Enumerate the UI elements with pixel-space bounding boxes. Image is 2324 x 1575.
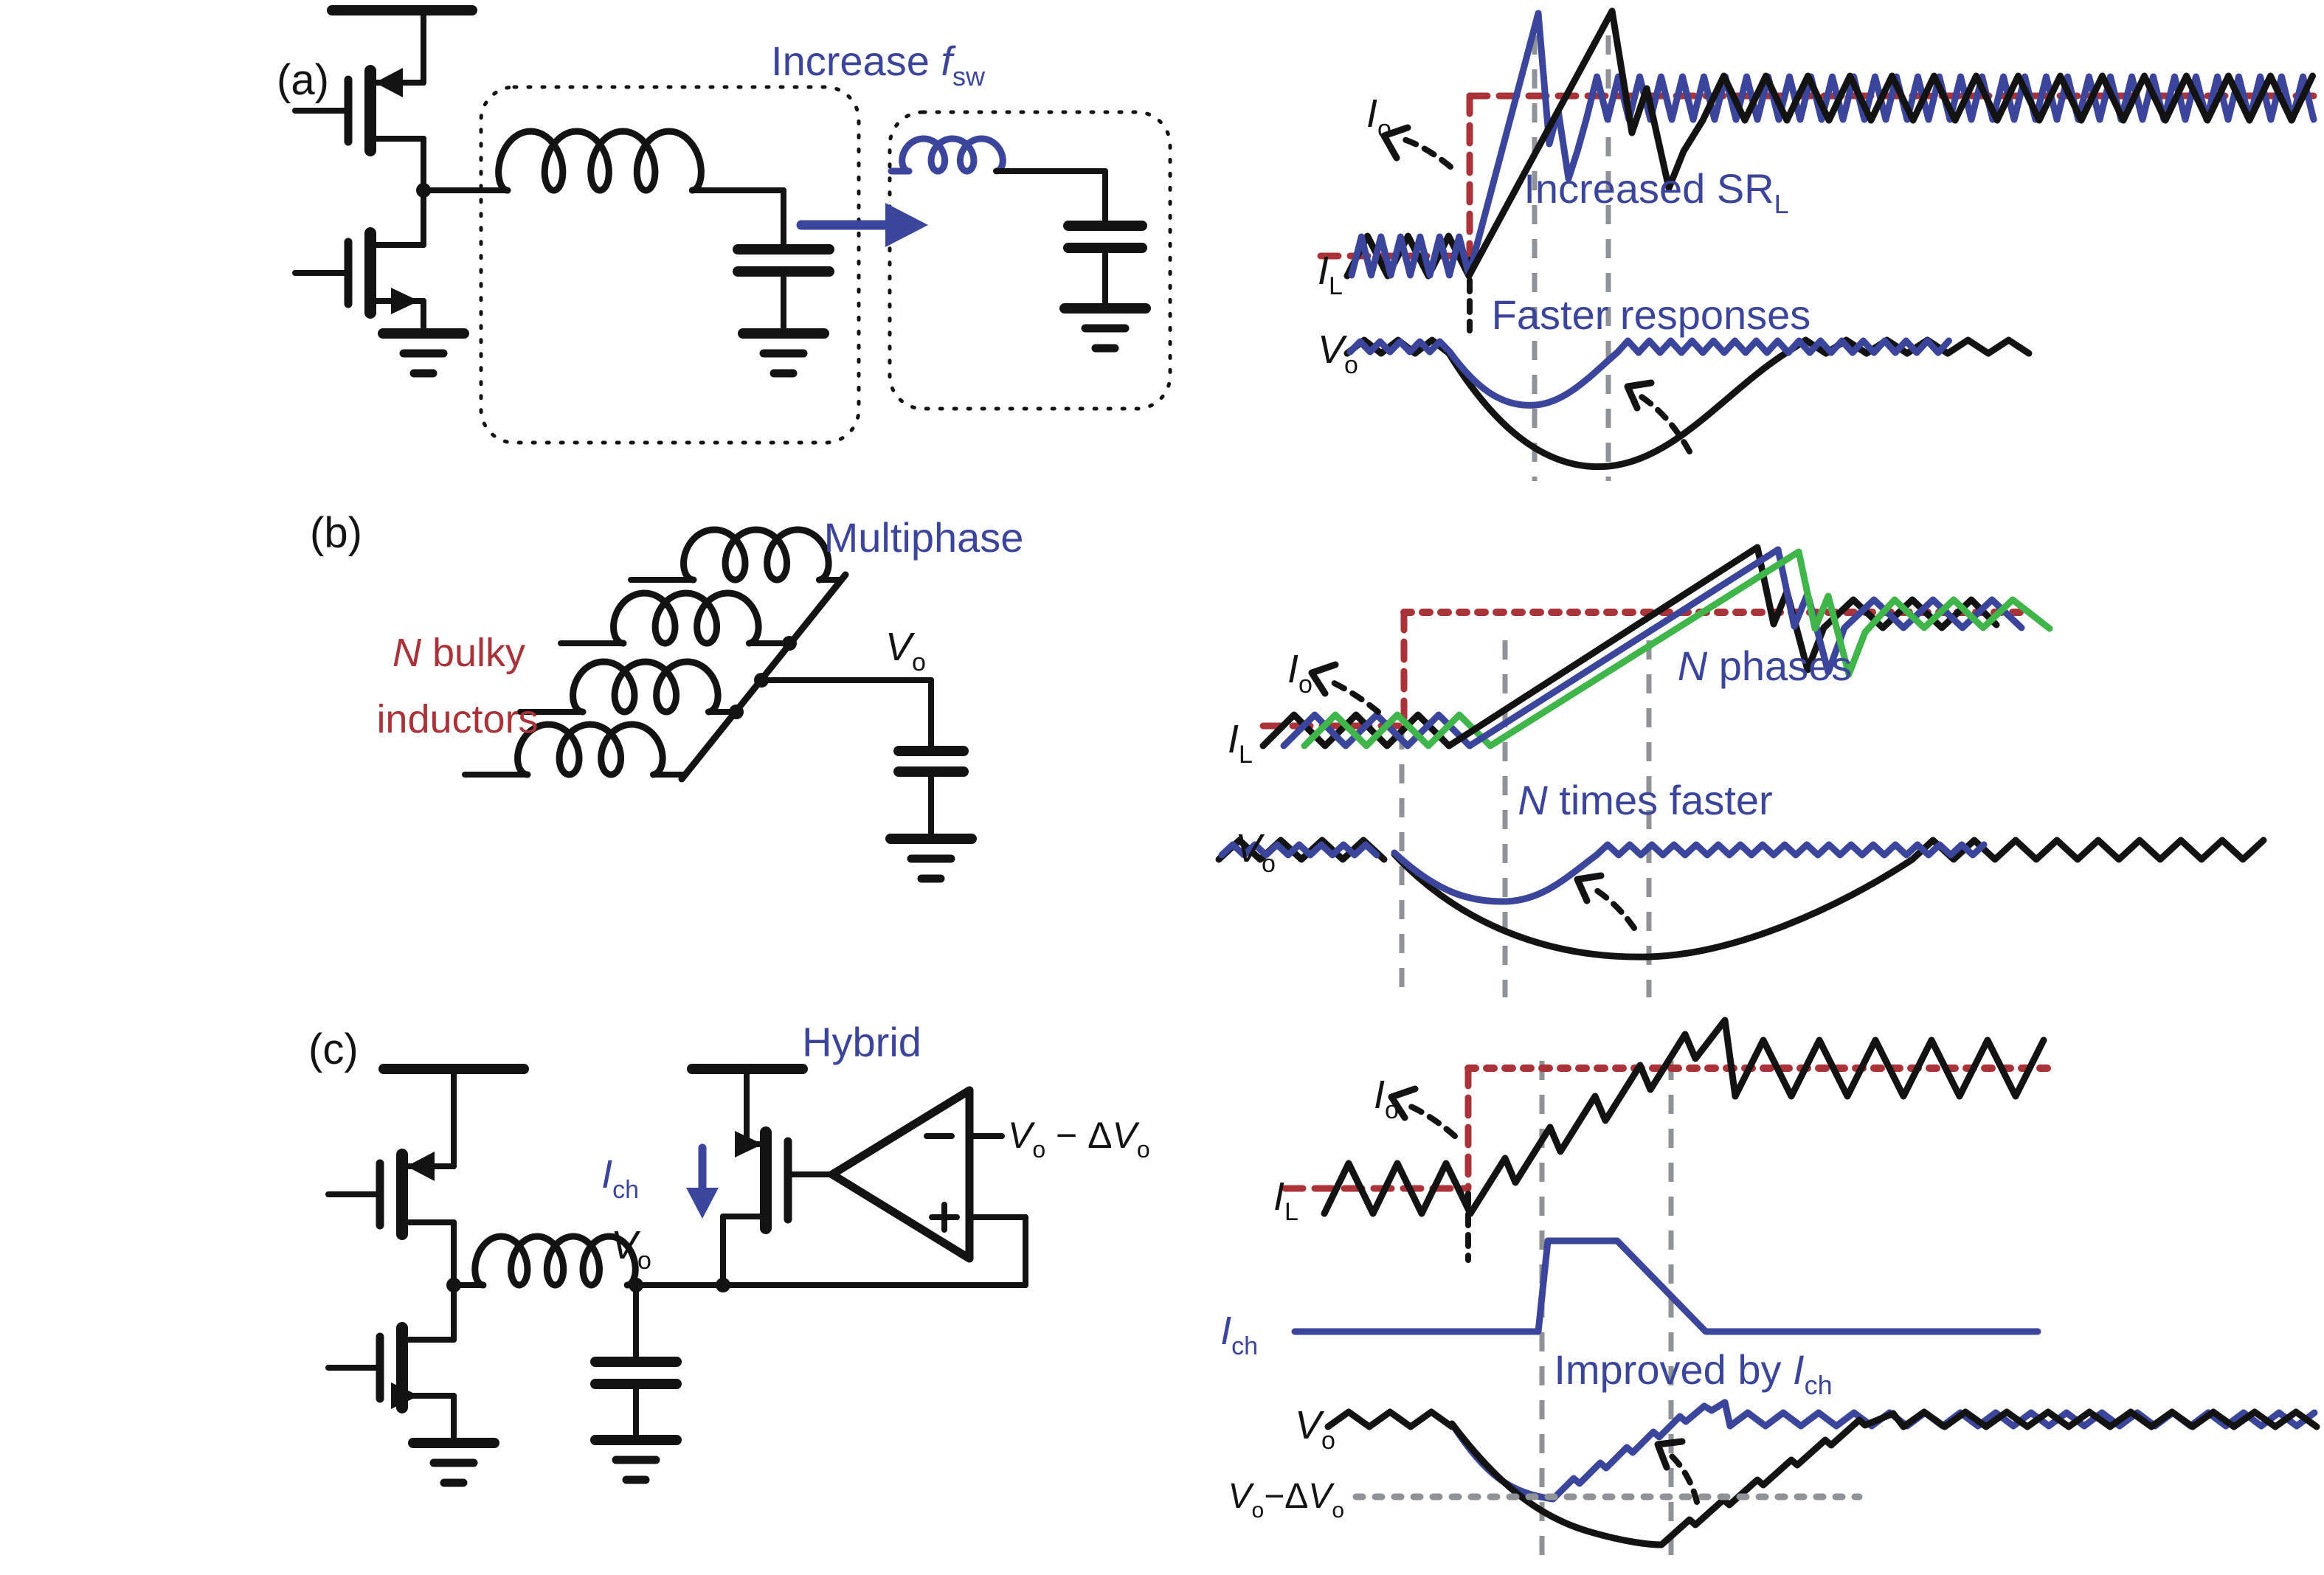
io-arrow-head (1308, 661, 1339, 697)
charge-fet-arrow-icon (735, 1131, 763, 1157)
panel-c-technique-label: Hybrid (802, 1019, 921, 1065)
inductor-coil (471, 1233, 639, 1289)
io-label: Io (1287, 647, 1313, 699)
comparator-ref-label: Vo − ΔVo (1008, 1115, 1150, 1163)
response-arrow-tail (1588, 884, 1637, 931)
vo-label: Vo (1235, 826, 1276, 878)
panel-c-waveforms: Io IL Ich Improved by Ich Vo Vo−ΔVo (1220, 1017, 2320, 1562)
vo-ripple-black-post (1900, 1408, 2320, 1430)
il-transient-black (1465, 7, 1706, 280)
il-ripple-blue-pre (1348, 233, 1473, 279)
phase-inductor-coil (680, 526, 832, 584)
panel-c-tag: (c) (308, 1025, 359, 1073)
vo-axis-label: Vo (1295, 1403, 1335, 1455)
panel-b-tag: (b) (310, 509, 362, 557)
il-transient-black (1445, 544, 2000, 750)
bulky-inductors-note-line2: inductors (376, 697, 538, 741)
il-transient-blue (1466, 546, 2025, 750)
vo-droop-black (1391, 851, 1916, 960)
il-ripple-green-pre (1301, 711, 1494, 750)
il-ripple-black-post (1732, 1036, 2047, 1100)
vo-ripple-blue-pre (1218, 841, 1380, 859)
transform-arrow-icon (885, 203, 928, 247)
phase-inductor-coil (514, 721, 666, 778)
panel-c-circuit: (c) Hybrid Ich Vo Vo − ΔVo (308, 1019, 1150, 1487)
panel-a-technique-label: Increase fsw (771, 38, 986, 91)
response-arrow-tail (1636, 392, 1692, 454)
small-lc-dashed-box (888, 110, 1172, 411)
panel-a-circuit: (a) Increase fsw (277, 5, 1172, 445)
response-arrow-tail (1666, 1450, 1700, 1505)
io-arrow-head (1388, 1085, 1419, 1121)
io-arrow-tail (1325, 677, 1381, 715)
vo-ripple-blue-post (1593, 841, 1988, 859)
io-label: Io (1374, 1073, 1399, 1124)
junction-dot (782, 636, 797, 651)
il-label: IL (1273, 1174, 1298, 1226)
vo-droop-black (1445, 350, 1789, 471)
ich-pulse-trace (1291, 1237, 2041, 1335)
vo-droop-blue (1391, 849, 1600, 905)
io-arrow-tail (1405, 1102, 1458, 1139)
small-inductor-coil (899, 135, 1006, 175)
annotation-n-times-faster: N times faster (1518, 777, 1772, 823)
vo-ripple-blue-pre (1346, 338, 1453, 356)
ich-node-label: Ich (601, 1152, 639, 1204)
il-label: IL (1318, 249, 1343, 300)
il-ripple-black-post (1699, 72, 2316, 124)
nmos-arrow-icon (391, 288, 419, 314)
vo-ripple-black-pre (1215, 837, 1388, 863)
ich-current-arrow-icon (686, 1188, 719, 1219)
vo-ripple-blue-post (1614, 337, 1952, 356)
bulky-inductors-note-line1: N bulky (392, 631, 525, 675)
response-arrow-head (1574, 872, 1605, 904)
pmos-arrow-icon (375, 68, 403, 97)
il-ripple-black-pre (1259, 711, 1453, 750)
il-label: IL (1228, 717, 1253, 769)
panel-a-waveforms: Io IL Increased SRL Vo Faster responses (1317, 7, 2324, 481)
panel-b-circuit: (b) Multiphase N bulky inductors Vo (310, 509, 1024, 883)
vo-ripple-black-post (1782, 336, 2033, 357)
nmos-arrow-icon (391, 1382, 419, 1409)
bulky-lc-dashed-box (479, 85, 861, 445)
annotation-improved: Improved by Ich (1554, 1346, 1832, 1400)
il-ripple-blue-pre (1280, 711, 1473, 750)
response-arrow-head (1624, 379, 1655, 412)
ich-axis-label: Ich (1220, 1309, 1258, 1360)
panel-a-tag: (a) (277, 56, 329, 104)
phase-inductor-coil (570, 658, 722, 716)
vo-droop-black (1448, 1410, 1907, 1548)
annotation-faster-responses: Faster responses (1492, 291, 1811, 338)
il-transient-green (1487, 548, 2053, 750)
il-ripple-black-pre (1343, 232, 1473, 280)
il-transient-black (1467, 1017, 1739, 1217)
vo-ripple-black-pre (1324, 1408, 1456, 1430)
panel-b-technique-label: Multiphase (824, 514, 1024, 561)
panel-b-waveforms: Io IL N phases Vo N times faster (1215, 544, 2267, 997)
vo-label: Vo (1318, 328, 1358, 379)
vo-node-label: Vo (885, 625, 926, 676)
inductor-coil (495, 128, 705, 194)
vo-threshold-label: Vo−ΔVo (1228, 1477, 1345, 1523)
io-label: Io (1366, 91, 1391, 143)
junction-dot (729, 705, 744, 719)
vo-droop-blue (1446, 348, 1621, 409)
response-arrow-head (1654, 1438, 1686, 1471)
pmos-arrow-icon (407, 1152, 435, 1181)
annotation-increased-sr: Increased SRL (1524, 165, 1788, 219)
vo-ripple-black-post (1909, 837, 2267, 863)
annotation-n-phases: N phases (1678, 643, 1853, 689)
io-arrow-head (1380, 124, 1411, 162)
il-ripple-black-pre (1321, 1160, 1474, 1217)
phase-inductor-coil (610, 589, 762, 647)
io-arrow-tail (1399, 136, 1453, 170)
vo-node-label: Vo (611, 1223, 651, 1275)
